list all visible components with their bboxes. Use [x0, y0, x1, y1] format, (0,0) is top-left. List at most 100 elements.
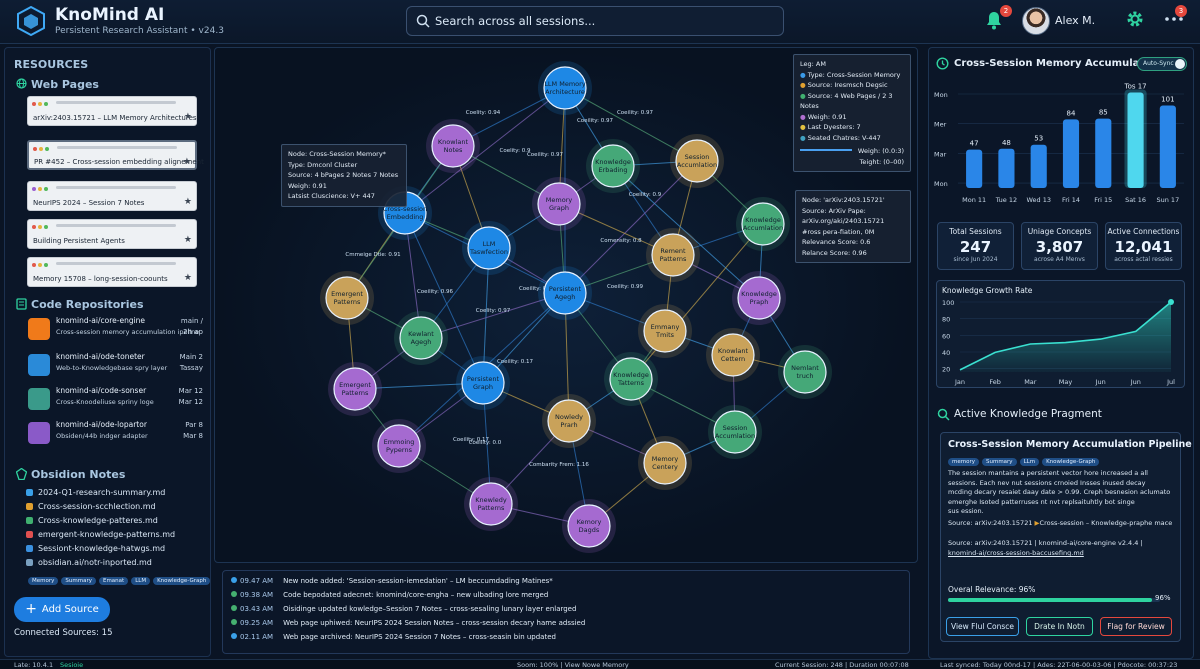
graph-node — [469, 482, 513, 526]
node-label: Emergent — [339, 381, 371, 389]
node-label: Persistent — [467, 375, 500, 383]
bar — [1062, 119, 1080, 188]
web-page-card[interactable]: NeurIPS 2024 – Session 7 Notes★ — [27, 181, 197, 211]
web-page-card[interactable]: arXiv:2403.15721 – LLM Memory Architectu… — [27, 96, 197, 126]
note-item[interactable]: obsidian.ai/notr-inported.md — [26, 558, 152, 567]
x-tick-label: Jun — [1095, 378, 1106, 386]
view-full-button[interactable]: View Flul Consce — [946, 617, 1019, 636]
graph-legend: Leg: AM ● Type: Cross-Session Memory ● S… — [793, 54, 911, 172]
octocat-icon — [28, 318, 50, 340]
repos-title: Code Repositories — [31, 298, 144, 311]
graph-node — [741, 202, 785, 246]
memory-chart-title: Cross-Session Memory Accumulation — [954, 58, 1162, 69]
fragment-source-link[interactable]: knomind-ai/cross-session-baccusefing.md — [948, 549, 1084, 557]
y-tick-label: 60 — [942, 332, 950, 340]
note-item[interactable]: emergent-knowledge-patterns.md — [26, 530, 175, 539]
star-icon[interactable]: ★ — [182, 157, 191, 167]
add-source-button[interactable]: +Add Source — [14, 597, 110, 622]
node-label: Architecture — [545, 88, 585, 96]
note-item[interactable]: Cross-knowledge-patteres.md — [26, 516, 158, 525]
bar — [1030, 144, 1047, 188]
fragment-body: The session mantains a persistent vector… — [948, 469, 1171, 515]
web-page-card[interactable]: PR #452 – Cross-session embedding aligne… — [27, 140, 204, 170]
graph-node — [431, 124, 475, 168]
star-icon[interactable]: ★ — [183, 197, 192, 207]
x-tick-label: May — [1059, 378, 1073, 386]
search-input[interactable] — [435, 11, 775, 31]
bar — [966, 149, 983, 188]
app-subtitle: Persistent Research Assistant • v24.3 — [55, 26, 224, 36]
edge-label: Coeility: 0.94 — [519, 286, 556, 292]
node-label: Knewledy — [475, 496, 507, 504]
graph-edge — [404, 87, 566, 214]
graph-node — [591, 144, 635, 188]
more-icon[interactable] — [1164, 16, 1184, 22]
node-label: Rement — [660, 247, 686, 255]
edge-label: Coelity: 0.9 — [499, 148, 531, 154]
search-box[interactable] — [406, 6, 784, 36]
bar-value-label: 101 — [1161, 96, 1174, 104]
star-icon[interactable]: ★ — [183, 112, 192, 122]
note-item[interactable]: Cross-session-scchlection.md — [26, 502, 156, 511]
node-label: Patterns — [334, 298, 361, 306]
area-fill — [960, 302, 1171, 372]
node-label: Dagds — [579, 526, 600, 534]
flag-review-button[interactable]: Flag for Review — [1100, 617, 1172, 636]
x-tick-label: Jan — [954, 378, 965, 386]
fragment-title: Cross-Session Memory Accumulation Pipeli… — [948, 439, 1192, 450]
gear-icon[interactable] — [1126, 10, 1144, 28]
note-item[interactable]: Sessiont-knowledge-hatwgs.md — [26, 544, 165, 553]
auto-sync-toggle[interactable]: Auto-Sync — [1137, 57, 1187, 71]
node-label: Session — [723, 424, 748, 432]
search-icon — [937, 408, 950, 421]
avatar[interactable] — [1022, 7, 1050, 35]
graph-edge — [404, 212, 484, 384]
node-label: Patterns — [478, 504, 505, 512]
node-label: Agegh — [411, 338, 432, 346]
user-name: Alex M. — [1055, 14, 1096, 27]
growth-title: Knowledge Growth Rate — [942, 286, 1033, 295]
web-page-card[interactable]: Building Persistent Agents★ — [27, 219, 197, 249]
star-icon[interactable]: ★ — [183, 273, 192, 283]
y-tick-label: 100 — [942, 299, 954, 307]
edge-label: Cmmeige Dtie: 0.91 — [345, 252, 400, 258]
node-label: Pyperns — [386, 446, 413, 454]
web-page-card[interactable]: Memory 15708 – long-session-coounts★ — [27, 257, 197, 287]
note-item[interactable]: 2024-Q1-research-summary.md — [26, 488, 165, 497]
logo-icon — [17, 6, 45, 36]
bar-value-label: 84 — [1067, 109, 1076, 117]
create-note-button[interactable]: Drate In Notn — [1026, 617, 1093, 636]
edge-label: Coeility: 0.99 — [607, 284, 644, 290]
bell-icon[interactable] — [985, 10, 1003, 30]
fragment-source-2[interactable]: Source: arXiv:2403.15721 | knomind-ai/co… — [948, 539, 1143, 547]
bar-value-label: 85 — [1099, 109, 1108, 117]
search-icon — [416, 14, 430, 28]
graph-node — [567, 504, 611, 548]
status-bar: Late: 10.4.1 Sesioie Soom: 100% | View N… — [0, 659, 1200, 669]
code-icon — [28, 422, 50, 444]
graph-node — [467, 226, 511, 270]
star-icon[interactable]: ★ — [183, 235, 192, 245]
graph-node — [783, 350, 827, 394]
node-label: Tmits — [655, 331, 675, 339]
node-label: Cross-session — [383, 205, 427, 213]
graph-node — [609, 357, 653, 401]
node-label: Memory — [652, 455, 679, 463]
node-label: Emmoing — [384, 438, 415, 446]
edge-label: Coelity: 0.97 — [476, 308, 511, 314]
x-tick-label: Jul — [1166, 378, 1175, 386]
